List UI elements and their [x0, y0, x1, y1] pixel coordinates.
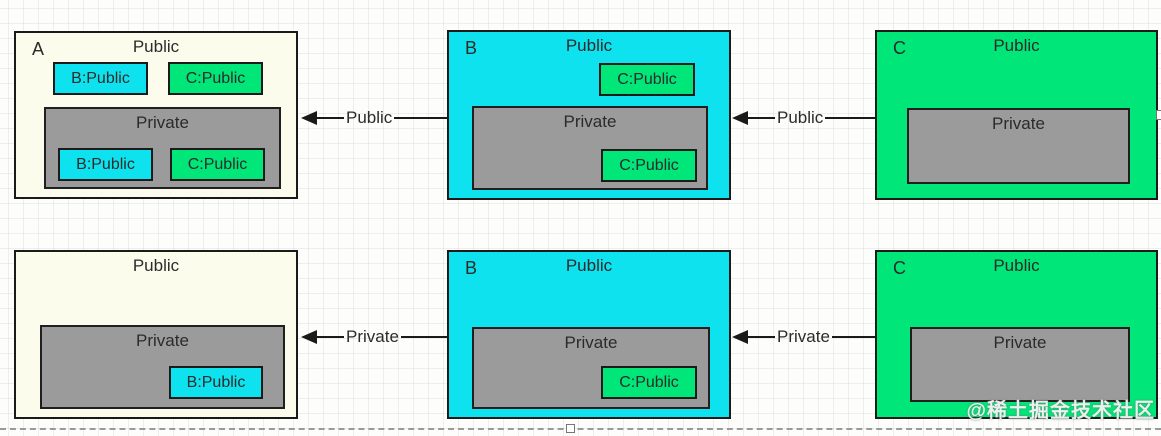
arrow-label-public: Public [777, 108, 824, 127]
public-section-title: Public [565, 256, 613, 275]
class-c-label: C [893, 258, 906, 278]
arrow-b-to-a-private: Private [301, 325, 447, 349]
member-chip-c-public: C:Public [601, 366, 697, 399]
member-chip-c-public: C:Public [168, 62, 263, 95]
private-section: Private B:Public C:Public [44, 107, 281, 189]
member-chip-c-public: C:Public [601, 149, 697, 182]
arrow-b-to-a-public: Public [301, 106, 447, 130]
member-chip-c-public: C:Public [599, 63, 695, 96]
public-section-title: Public [993, 256, 1040, 275]
public-section-title: Public [565, 36, 613, 55]
member-chip-b-public: B:Public [53, 62, 148, 95]
selection-handle-bottom[interactable] [566, 424, 575, 433]
public-section-title: Public [132, 37, 180, 56]
private-section: Private [907, 108, 1130, 184]
private-section-title: Private [136, 113, 189, 132]
class-b-box-public-row: B Public C:Public Private C:Public [447, 30, 731, 200]
class-b-label: B [465, 38, 478, 58]
member-chip-c-public: C:Public [170, 148, 265, 181]
arrow-label-private: Private [346, 327, 399, 346]
arrowhead-left-icon [732, 330, 748, 344]
member-chip-b-public: B:Public [58, 148, 153, 181]
class-b-box-private-row: B Public Private C:Public [447, 250, 731, 419]
arrowhead-left-icon [301, 330, 317, 344]
class-a-box-private-row: Public Private B:Public [14, 250, 298, 419]
class-c-box-public-row: C Public Private [875, 30, 1158, 200]
private-section: Private [910, 327, 1130, 402]
watermark-juejin: @稀土掘金技术社区 [966, 400, 1155, 422]
arrow-c-to-b-private: Private [732, 325, 875, 349]
class-a-box-public-row: A Public B:Public C:Public Private B:Pub… [14, 31, 298, 199]
public-section-title: Public [993, 36, 1040, 55]
private-section: Private C:Public [472, 106, 708, 190]
class-c-box-private-row: C Public Private [875, 250, 1158, 419]
private-section-title: Private [992, 114, 1045, 133]
arrow-label-private: Private [777, 327, 830, 346]
class-b-label: B [465, 258, 478, 278]
private-section: Private B:Public [40, 325, 285, 409]
class-a-label: A [32, 39, 45, 59]
selection-handle-right[interactable] [1156, 110, 1161, 120]
member-chip-b-public: B:Public [169, 366, 263, 399]
private-section-title: Private [136, 331, 189, 350]
class-c-label: C [893, 38, 906, 58]
private-section-title: Private [993, 333, 1047, 352]
selection-dashed-line [0, 428, 1161, 430]
arrow-label-public: Public [346, 108, 393, 127]
arrowhead-left-icon [732, 111, 748, 125]
public-section-title: Public [132, 256, 180, 275]
arrowhead-left-icon [301, 111, 317, 125]
private-section-title: Private [564, 333, 618, 352]
private-section: Private C:Public [472, 327, 710, 409]
arrow-c-to-b-public: Public [732, 106, 875, 130]
private-section-title: Private [563, 112, 617, 131]
